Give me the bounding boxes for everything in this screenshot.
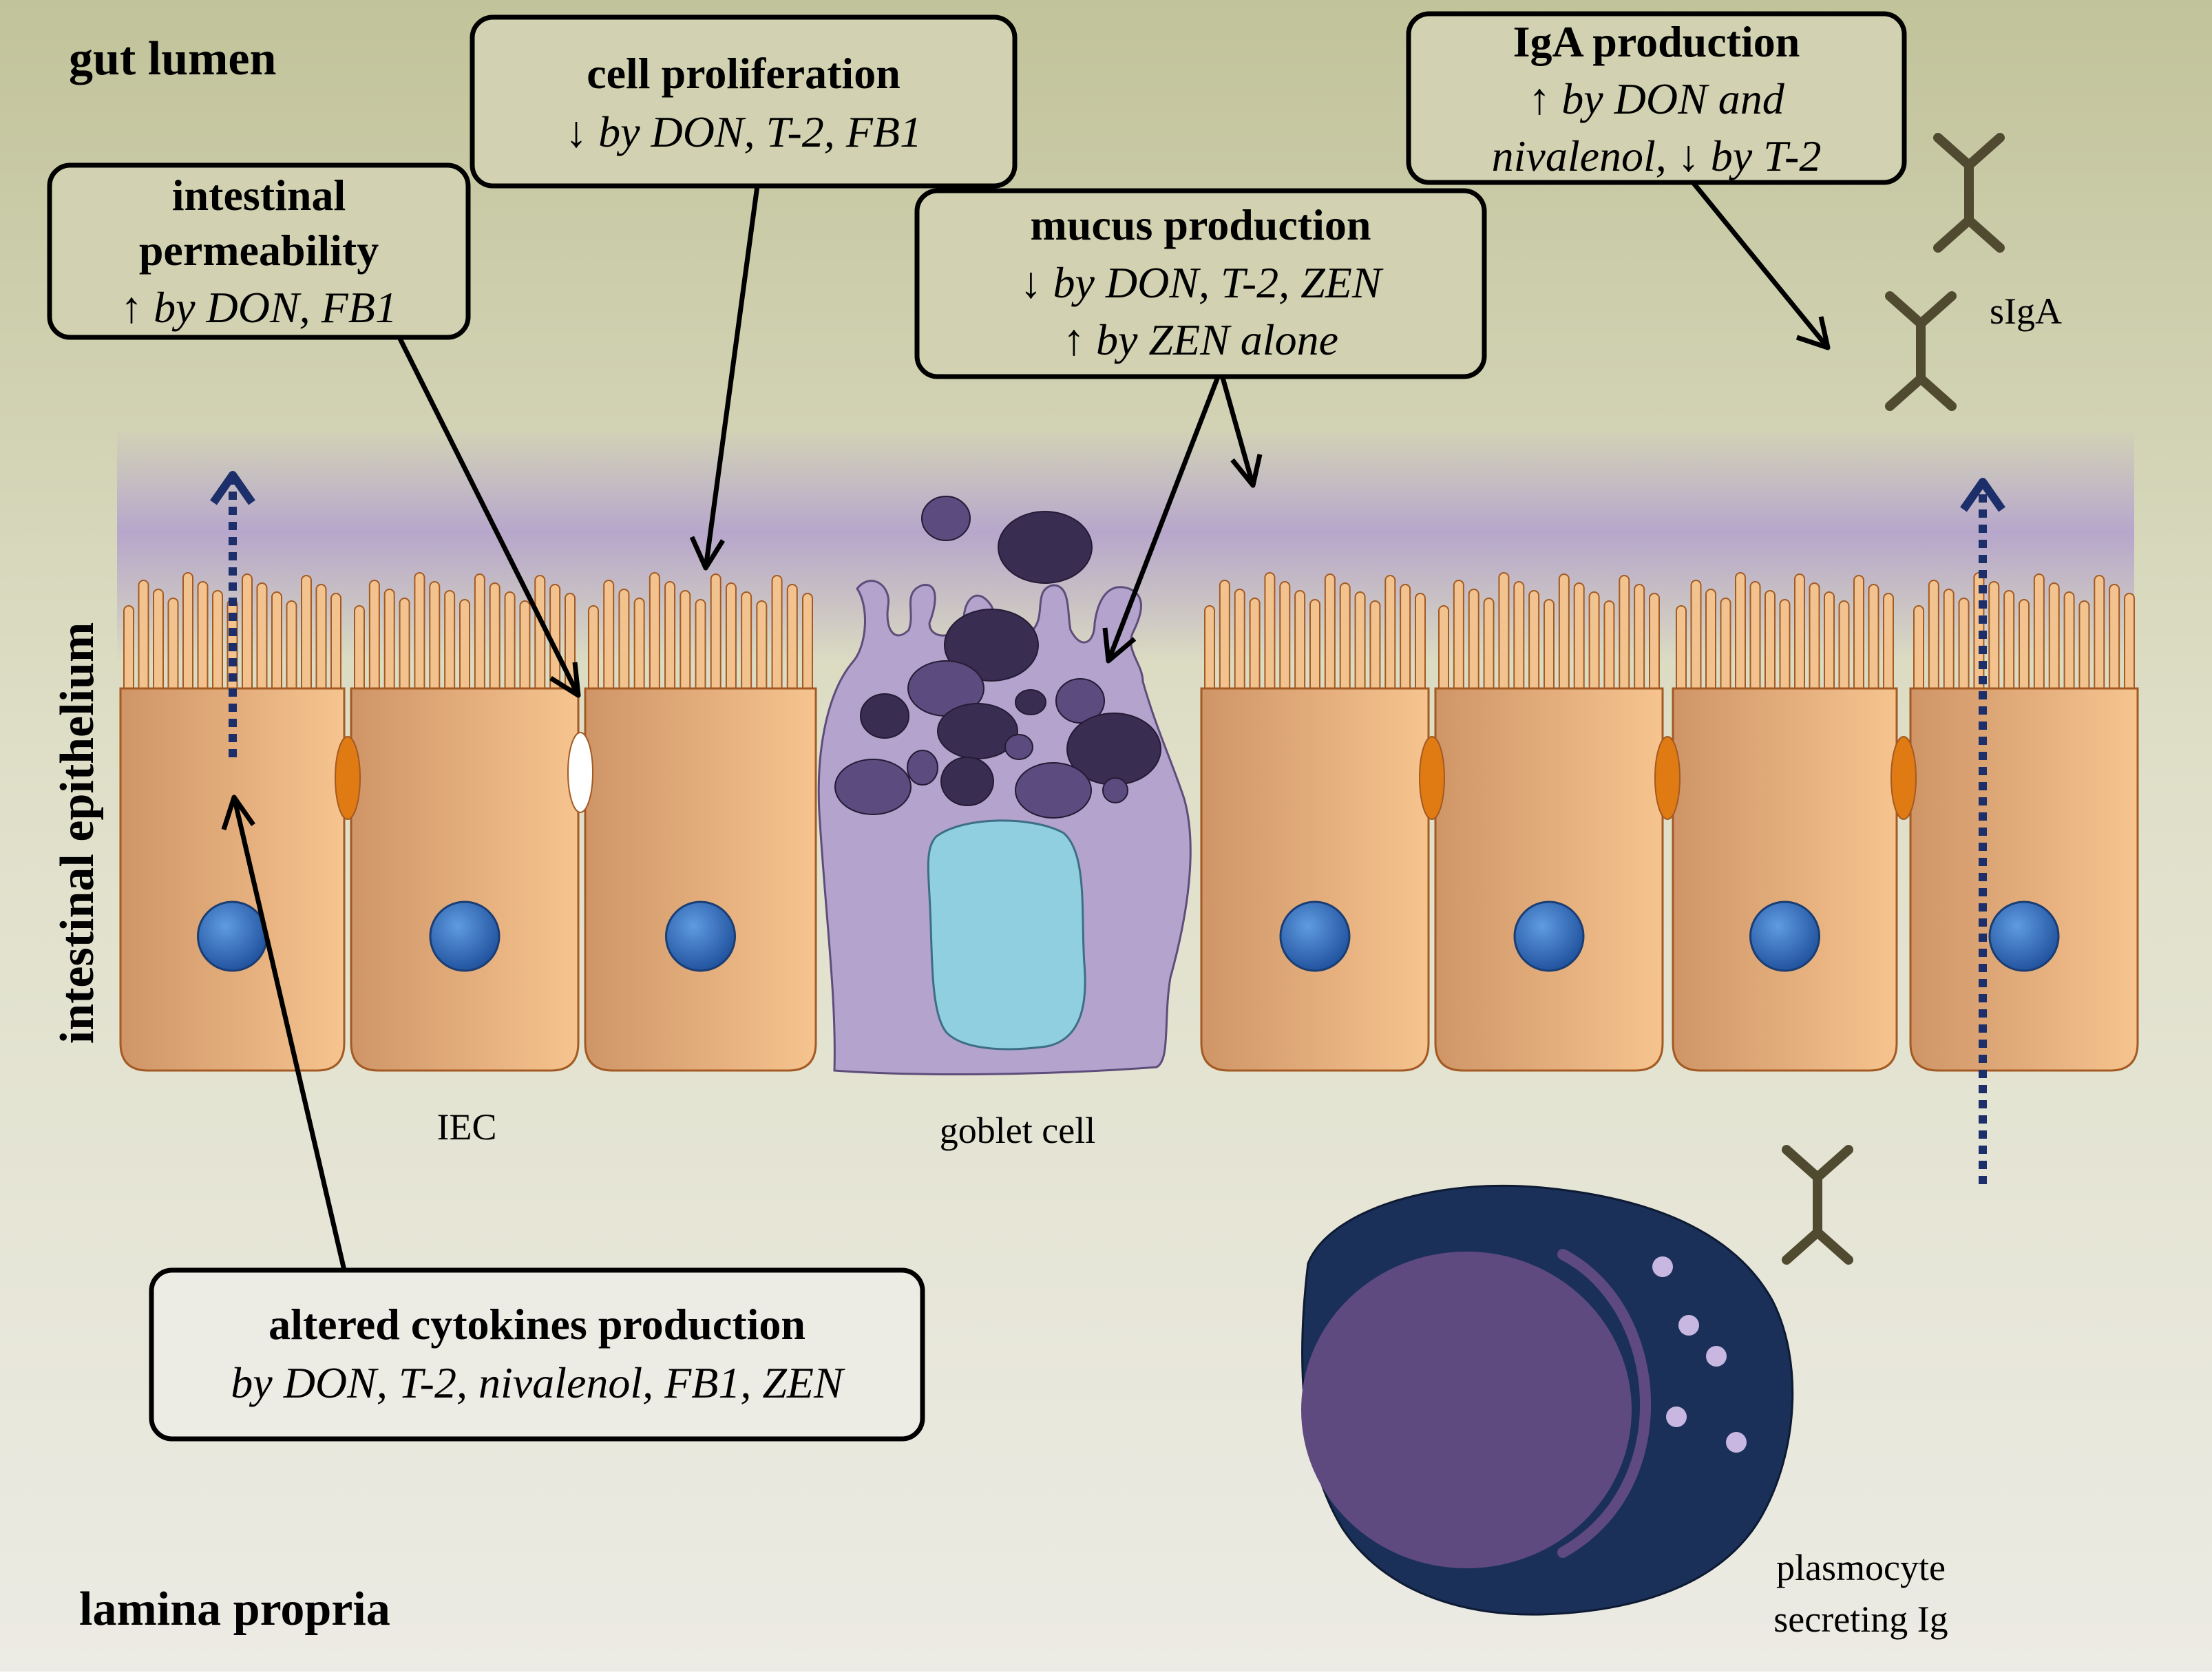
box-mucus-production: mucus production ↓ by DON, T-2, ZEN ↑ by… (914, 188, 1487, 379)
mucus-granule (907, 750, 938, 786)
arrow-proliferation (703, 185, 760, 569)
box-frame (914, 188, 1487, 379)
box-frame (1406, 11, 1907, 185)
box-effect-line: ↑ by DON and (1528, 74, 1785, 123)
box-cell-proliferation: cell proliferation ↓ by DON, T-2, FB1 (470, 14, 1018, 189)
arrowhead-iga (1795, 316, 1831, 350)
mucus-granule (1102, 777, 1128, 803)
epithelial-cell (584, 687, 817, 1072)
cell-nucleus (1513, 900, 1585, 972)
arrow-cytokines (231, 797, 347, 1271)
cell-nucleus (429, 900, 501, 972)
region-label-lamina-propria: lamina propria (79, 1583, 390, 1636)
box-effect-line: ↓ by DON, T-2, FB1 (565, 107, 922, 156)
goblet-cell-nucleus (927, 819, 1086, 1051)
mucus-granule (860, 693, 909, 739)
mucus-granule (1004, 734, 1033, 760)
cell-nucleus (1749, 900, 1820, 972)
mucus-granule (944, 609, 1039, 682)
secretory-vesicle (1706, 1346, 1727, 1367)
box-frame (47, 162, 471, 340)
mucus-granule (998, 511, 1093, 584)
goblet-cell (817, 496, 1192, 1075)
antibody-icon (1782, 1145, 1853, 1265)
epithelial-cell (350, 687, 580, 1072)
label-goblet-cell: goblet cell (940, 1110, 1095, 1151)
tight-junction (1890, 736, 1917, 820)
mucus-granule (1055, 678, 1105, 724)
cell-nucleus (665, 900, 736, 972)
mucus-granule (921, 496, 971, 541)
mucus-granule (834, 759, 912, 815)
antibody-icon (1885, 291, 1957, 411)
label-iec: IEC (437, 1106, 497, 1148)
arrowhead-cytokines (221, 794, 255, 831)
arrowhead-mucus-a (1102, 627, 1137, 664)
box-title-line: permeability (139, 226, 379, 275)
epithelial-cells (119, 572, 2139, 1072)
box-effect-line: ↓ by DON, T-2, ZEN (1020, 258, 1383, 307)
box-title-line: altered cytokines production (268, 1300, 805, 1349)
disrupted-tight-junction (567, 732, 593, 813)
tight-junction (335, 736, 361, 820)
box-frame (470, 14, 1018, 189)
cell-nucleus (1988, 900, 2060, 972)
label-plasmocyte: plasmocyte (1776, 1547, 1946, 1588)
endoplasmic-reticulum-outer (1557, 1249, 1652, 1558)
arrowhead-mucus-b (1230, 454, 1263, 488)
transport-arrowhead (210, 471, 255, 505)
arrow-iga (1688, 177, 1830, 350)
secretory-vesicle (1726, 1432, 1747, 1453)
tight-junction (1654, 736, 1681, 820)
tight-junction (1419, 736, 1445, 820)
mucus-granule (1015, 689, 1046, 715)
secretory-vesicle (1666, 1407, 1687, 1427)
box-title-line: intestinal (172, 171, 346, 220)
arrowhead-proliferation (689, 536, 725, 571)
epithelial-cell (1434, 687, 1664, 1072)
secretory-vesicle (1678, 1315, 1699, 1336)
box-title-line: IgA production (1513, 17, 1800, 66)
box-effect-line: ↑ by DON, FB1 (120, 283, 397, 332)
plasma-cell (1301, 1184, 1794, 1616)
cell-nucleus (197, 900, 268, 972)
region-label-gut-lumen: gut lumen (69, 32, 276, 85)
endoplasmic-reticulum-inner (1520, 1276, 1593, 1530)
box-title-line: mucus production (1031, 200, 1371, 249)
plasma-cell-nucleus (1301, 1252, 1632, 1568)
box-frame (149, 1267, 925, 1442)
epithelial-cell (1200, 687, 1430, 1072)
cell-nucleus (1279, 900, 1351, 972)
arrowhead-permeability (549, 662, 581, 698)
secretory-vesicle (1652, 1256, 1673, 1277)
box-iga-production: IgA production ↑ by DON and nivalenol, ↓… (1406, 11, 1907, 185)
box-effect-line: by DON, T-2, nivalenol, FB1, ZEN (231, 1358, 845, 1407)
box-effect-line: nivalenol, ↓ by T-2 (1492, 131, 1822, 180)
mucus-granules (834, 496, 1161, 819)
mucus-granule (1015, 762, 1092, 819)
epithelial-cell (119, 687, 346, 1072)
antibody-icon (1933, 133, 2005, 253)
label-plasmocyte-secreting: secreting Ig (1773, 1599, 1948, 1640)
box-effect-line: ↑ by ZEN alone (1063, 315, 1338, 364)
box-title-line: cell proliferation (587, 49, 900, 98)
box-intestinal-permeability: intestinal permeability ↑ by DON, FB1 (47, 162, 471, 340)
transport-arrowhead (1960, 478, 2005, 512)
epithelial-cell (1672, 687, 1898, 1072)
region-label-intestinal-epithelium: intestinal epithelium (51, 622, 104, 1044)
effect-arrows (221, 177, 1831, 1271)
arrow-permeability (397, 336, 581, 697)
epithelial-cell (1909, 687, 2139, 1072)
label-siga: sIgA (1990, 291, 2062, 332)
box-altered-cytokines: altered cytokines production by DON, T-2… (149, 1267, 925, 1442)
arrow-mucus-a (1106, 374, 1221, 662)
arrow-mucus-b (1219, 375, 1256, 486)
mucus-granule (940, 757, 994, 806)
